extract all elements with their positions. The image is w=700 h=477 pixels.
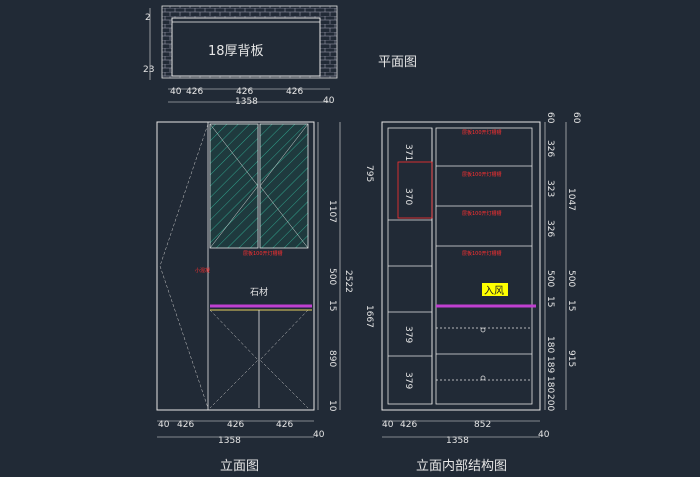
elevation-view: 石材 小混凝 层板100开灯槽槽 1107 500 15 890 10 2522… [156,121,374,474]
plan-width-5: 40 [323,96,335,106]
elev-total: 1358 [218,436,241,446]
far-right-1047: 1047 [566,188,576,211]
int-dim-326b: 326 [545,220,555,237]
elev-red-note-center: 层板100开灯槽槽 [243,250,283,257]
int-dim-189: 189 [545,356,555,373]
shelf-note: 层板100开灯槽槽 [462,250,502,257]
interior-view: 入风 层板100开灯槽槽 层板100开灯槽槽 层板100开灯槽槽 层板100开灯… [381,112,581,474]
left-compartment-371: 371 [403,144,413,161]
elev-width-3: 426 [227,420,244,430]
int-width-1: 40 [382,420,394,430]
plan-back-panel [171,17,321,23]
elev-total-height: 2522 [343,270,353,293]
elev-lower-left-height: 1667 [364,305,374,328]
int-total: 1358 [446,436,469,446]
int-width-3: 852 [474,420,491,430]
plan-dim-top: 2 [145,13,151,23]
elev-width-5: 40 [313,430,325,440]
int-width-2: 426 [400,420,417,430]
plan-total: 1358 [235,97,258,107]
left-compartment-379b: 379 [403,372,413,389]
interior-title: 立面内部结构图 [416,458,507,474]
elev-width-4: 426 [276,420,293,430]
plan-width-1: 40 [170,87,182,97]
elev-width-1: 40 [158,420,170,430]
elev-width-2: 426 [177,420,194,430]
left-compartment-370: 370 [403,188,413,205]
stone-label: 石材 [250,286,268,298]
elev-height-1107: 1107 [327,200,337,223]
shelf-note: 层板100开灯槽槽 [462,129,502,136]
plan-title: 平面图 [378,55,417,70]
int-dim-323: 323 [545,180,555,197]
interior-frame [381,121,541,411]
drawer-knob [480,327,486,333]
far-right-15: 15 [566,300,576,311]
glass-door-left [209,123,259,249]
elev-upper-left-height: 795 [364,165,374,182]
int-width-4: 40 [538,430,550,440]
elev-height-890: 890 [327,350,337,367]
elev-height-500: 500 [327,268,337,285]
plan-width-3: 426 [236,87,253,97]
appliance-label: 入风 [484,285,504,297]
int-dim-60: 60 [545,112,555,124]
elevation-title: 立面图 [220,459,259,474]
elev-frame [156,121,315,411]
int-dim-180a: 180 [545,376,555,393]
left-compartment-379a: 379 [403,326,413,343]
plan-width-2: 426 [186,87,203,97]
elev-height-15: 15 [327,300,337,311]
appliance-badge [482,283,508,296]
int-dim-200: 200 [545,394,555,411]
back-panel-label: 18厚背板 [208,44,264,59]
plan-width-4: 426 [286,87,303,97]
elev-height-10: 10 [327,400,337,412]
glass-door-right [259,123,309,249]
wine-rack-box [397,161,433,219]
shelf-note: 层板100开灯槽槽 [462,210,502,217]
elev-red-note-left: 小混凝 [195,267,210,274]
int-dim-180b: 180 [545,336,555,353]
shelf-note: 层板100开灯槽槽 [462,171,502,178]
drawer-knob [480,375,486,381]
far-right-915: 915 [566,350,576,367]
int-dim-326a: 326 [545,140,555,157]
plan-cabinet [171,17,321,77]
far-right-500: 500 [566,270,576,287]
int-dim-500: 500 [545,270,555,287]
int-dim-15: 15 [545,296,555,307]
far-right-60: 60 [571,112,581,124]
plan-dim-side: 23 [143,65,154,75]
plan-view: 18厚背板 2 23 40 426 426 426 40 1358 平面图 [143,5,417,107]
